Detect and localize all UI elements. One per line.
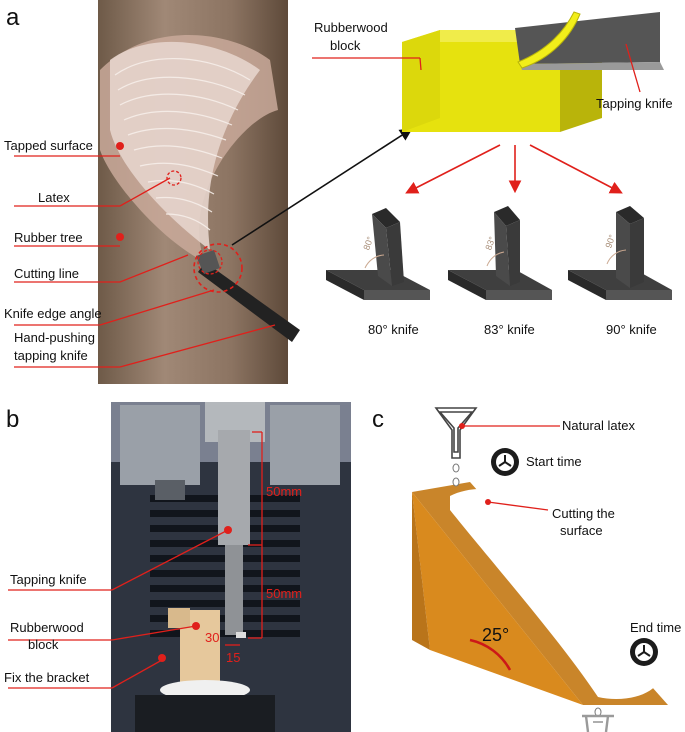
panel-a-callouts (14, 155, 276, 368)
panel-c-dots (459, 423, 491, 505)
knife-branch-arrows (405, 144, 623, 194)
label-rubberwood-b-2: block (28, 637, 59, 652)
label-hand-pushing-1: Hand-pushing (14, 330, 95, 345)
funnel-icon (434, 407, 478, 459)
knife-80-caption: 80° knife (368, 322, 419, 337)
label-knife-edge-angle: Knife edge angle (4, 306, 102, 321)
label-fix-bracket: Fix the bracket (4, 670, 90, 685)
label-rubber-tree: Rubber tree (14, 230, 83, 245)
label-latex: Latex (38, 190, 70, 205)
label-end-time: End time (630, 620, 682, 635)
dim-50mm-bottom: 50mm (266, 586, 303, 601)
label-cutting-1: Cutting the (552, 506, 615, 521)
label-hand-pushing-2: tapping knife (14, 348, 88, 363)
dim-30: 30 (205, 630, 220, 645)
label-tapping-knife-b: Tapping knife (10, 572, 87, 587)
panel-letter-c: c (372, 406, 384, 433)
panel-letter-b: b (6, 406, 20, 433)
label-tapping-knife-a: Tapping knife (596, 96, 673, 111)
panel-b-dimensions (225, 431, 263, 646)
label-tapped-surface: Tapped surface (4, 138, 93, 153)
panel-a-tree-photo (98, 0, 300, 384)
dim-15: 15 (226, 650, 241, 665)
rubberwood-block-3d (402, 11, 664, 132)
panel-c-trough (412, 482, 668, 705)
panel-a-zoom-arrow (231, 128, 413, 246)
panel-c-callouts (462, 425, 560, 511)
panel-b-photo (111, 402, 351, 732)
label-cutting-line: Cutting line (14, 266, 80, 281)
label-natural-latex: Natural latex (562, 418, 635, 433)
panel-letter-a: a (6, 4, 20, 31)
beaker-icon (582, 714, 614, 732)
knife-80 (326, 208, 430, 300)
block-callout-lines (312, 43, 641, 93)
knife-83 (448, 206, 552, 300)
dim-50mm-top: 50mm (266, 484, 303, 499)
label-rubberwood-1: Rubberwood (314, 20, 388, 35)
label-rubberwood-b-1: Rubberwood (10, 620, 84, 635)
start-time-clock-icon (491, 448, 519, 476)
label-rubberwood-2: block (330, 38, 361, 53)
panel-b-callouts (8, 529, 229, 689)
latex-drops (452, 463, 602, 717)
knife-90-caption: 90° knife (606, 322, 657, 337)
label-angle-25: 25° (482, 625, 510, 645)
panel-b-dots (158, 526, 232, 662)
label-cutting-2: surface (560, 523, 603, 538)
end-time-clock-icon (630, 638, 658, 666)
knife-90 (568, 206, 672, 300)
knife-83-caption: 83° knife (484, 322, 535, 337)
label-start-time: Start time (526, 454, 582, 469)
